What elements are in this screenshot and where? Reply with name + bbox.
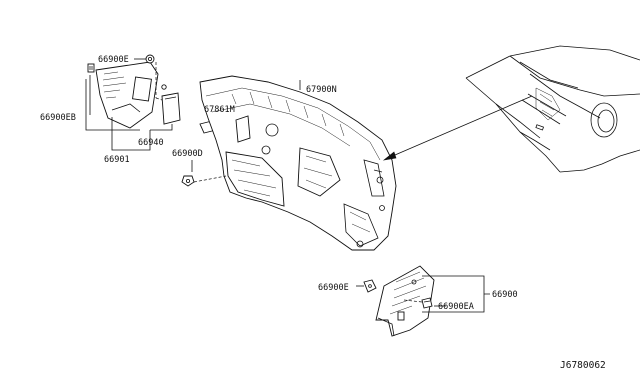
clip-66900EA [421, 297, 433, 309]
clip-66900D [181, 175, 195, 187]
label-66900EB: 66900EB [40, 113, 76, 123]
clip-66900EB [87, 63, 95, 73]
label-66900EA: 66900EA [438, 302, 474, 312]
label-66900E-bottom: 66900E [318, 283, 349, 293]
cover-66940 [161, 84, 181, 125]
dash-insulator-67900N [199, 75, 397, 251]
label-66940: 66940 [138, 138, 164, 148]
clip-66900E-bottom [363, 279, 377, 293]
diagram-reference-code: J6780062 [560, 360, 606, 371]
label-66900E-top: 66900E [98, 55, 129, 65]
kick-panel-left [95, 61, 159, 129]
label-66901: 66901 [104, 155, 130, 165]
label-67900N: 67900N [306, 85, 337, 95]
arrow-to-vehicle [382, 95, 533, 161]
clip-right-lower [397, 311, 405, 321]
label-66900: 66900 [492, 290, 518, 300]
label-67861M: 67861M [204, 105, 235, 115]
vehicle-outline [465, 45, 640, 173]
kick-panel-right [375, 265, 435, 337]
label-66900D: 66900D [172, 149, 203, 159]
clip-66900E-top [145, 54, 155, 64]
